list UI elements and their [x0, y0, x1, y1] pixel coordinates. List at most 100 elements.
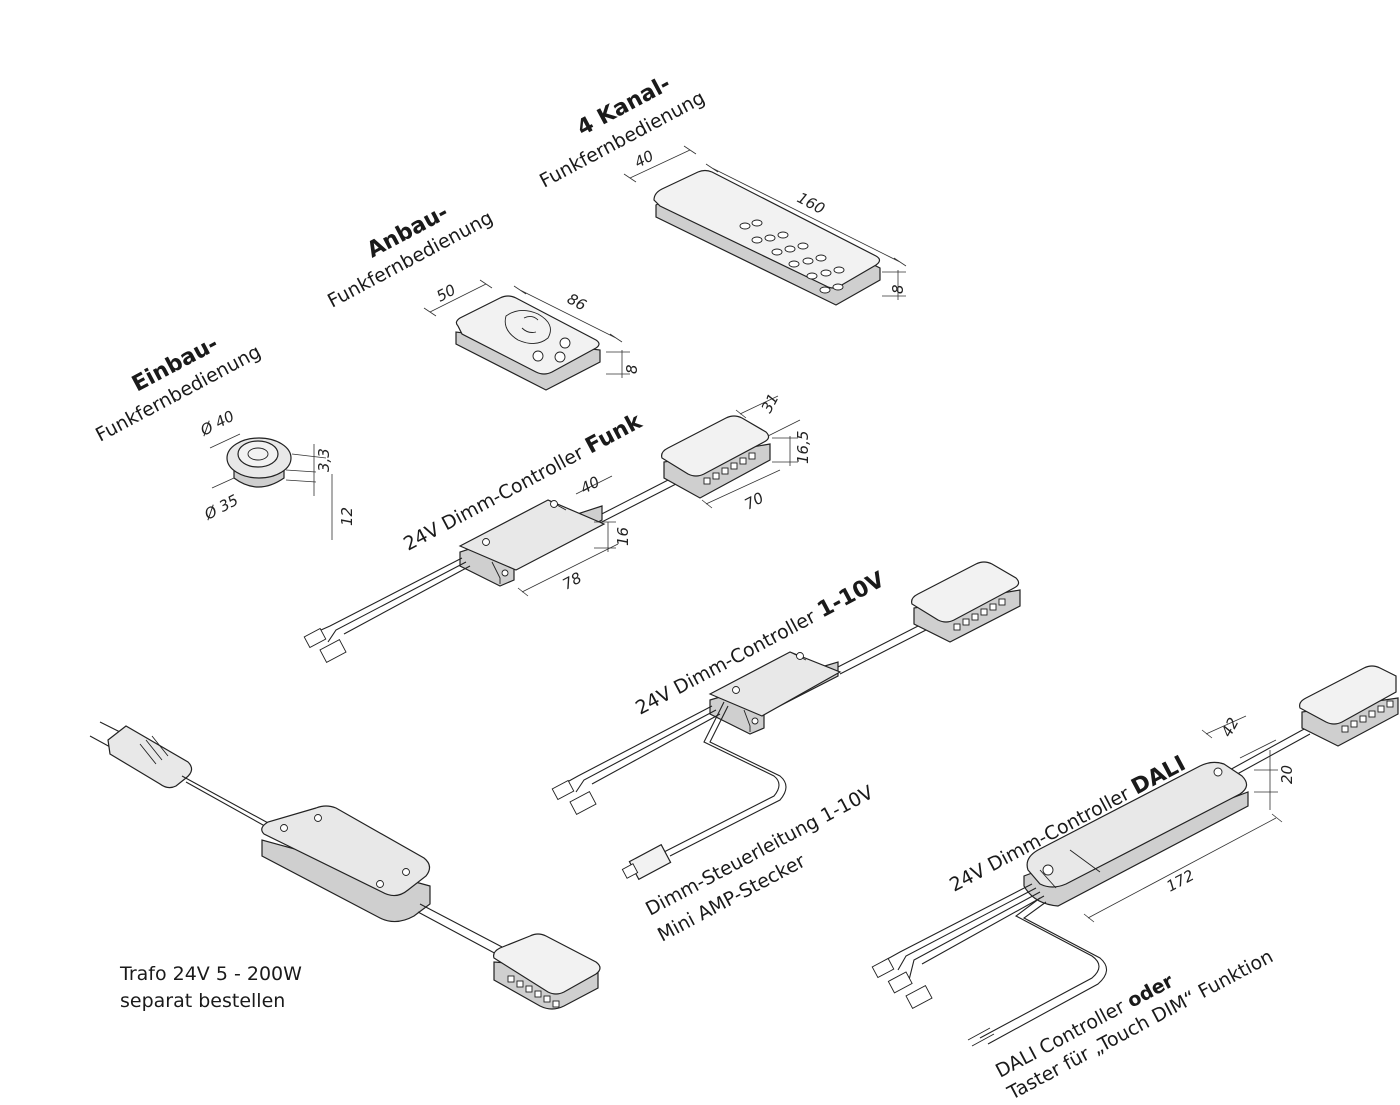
funk-label-bold: Funk — [581, 409, 647, 460]
dali-screw-2 — [1042, 864, 1054, 876]
anbau-dim-height-line — [606, 350, 630, 378]
v110-wire-out — [835, 623, 927, 675]
recessed-remote: Einbau- Funkfernbedienung Ø 40 Ø 35 3,3 … — [92, 331, 356, 540]
anbau-c-symbol — [521, 315, 539, 333]
v110-label-bold: 1-10V — [813, 567, 888, 623]
kanal-dim-length-line — [705, 163, 907, 267]
four-channel-remote: 4 Kanal- Funkfernbedienung 40 160 8 — [536, 71, 907, 306]
kanal-dim-width-line — [623, 145, 697, 183]
einbau-dim-height-lines — [313, 444, 333, 540]
einbau-dim-dia-bottom: Ø 35 — [201, 491, 242, 524]
anbau-button-3 — [559, 337, 571, 349]
anbau-dim-height: 8 — [623, 364, 641, 374]
dali-plug-1 — [871, 957, 895, 979]
trafo-wire-out — [417, 903, 505, 957]
dali-distributor-ports — [1341, 700, 1394, 733]
funk-distributor-top — [661, 415, 770, 477]
dali-lead-ends — [967, 1027, 995, 1047]
plug-grip — [139, 735, 169, 765]
funk-dim-controller-height: 16 — [614, 527, 632, 546]
dali-dim-42-line — [1201, 715, 1277, 759]
einbau-dim-h1: 3,3 — [315, 448, 333, 472]
funk-dim-78-line — [517, 543, 619, 597]
funk-dim-distributor-length: 70 — [741, 489, 766, 514]
trafo-screw-1 — [280, 824, 288, 832]
anbau-dim-length-line — [513, 285, 623, 343]
funk-dim-70-line — [701, 469, 781, 509]
einbau-dim-dia-line — [209, 433, 327, 459]
dali-controller-top — [1026, 761, 1248, 888]
transformer: Trafo 24V 5 - 200W separat bestellen — [89, 721, 601, 1012]
v110-control-lead — [663, 701, 787, 857]
funk-dim-controller-length: 78 — [559, 569, 584, 594]
kanal-dim-height: 8 — [889, 284, 907, 294]
anbau-dim-length: 86 — [564, 290, 589, 315]
funk-dim-16-line — [594, 521, 616, 552]
dali-screw-1 — [1213, 767, 1223, 777]
einbau-dim-h2: 12 — [338, 507, 356, 526]
einbau-dim-dia-top: Ø 40 — [197, 407, 238, 440]
funk-wire-out — [589, 477, 677, 527]
v110-screw-1 — [732, 686, 740, 694]
funk-dim-40-line — [575, 475, 613, 495]
steuer-line1: Dimm-Steuerleitung 1-10V — [642, 781, 877, 920]
funk-screw-3 — [501, 569, 509, 577]
trafo-label-line1: Trafo 24V 5 - 200W — [119, 963, 302, 985]
trafo-screw-2 — [314, 814, 322, 822]
dali-dim-172-line — [1083, 813, 1283, 923]
dali-controller-edges — [1039, 849, 1101, 889]
trafo-side — [261, 839, 431, 923]
funk-distributor-ports — [703, 452, 756, 485]
einbau-knob-center — [247, 447, 269, 461]
v110-controller: 24V Dimm-Controller 1-10V Dimm-Steuerlei… — [551, 561, 1021, 946]
dali-dim-width: 42 — [1218, 715, 1243, 740]
trafo-label-line2: separat bestellen — [120, 990, 285, 1012]
v110-distributor-ports — [953, 598, 1006, 631]
dali-distributor-top — [1299, 665, 1397, 725]
kanal-dim-height-line — [882, 270, 906, 300]
trafo-wire-in — [181, 775, 273, 831]
anbau-dim-width: 50 — [433, 281, 458, 306]
trafo-distributor-top — [493, 933, 601, 995]
v110-amp-connector-tip — [621, 863, 639, 879]
v110-plug-1 — [551, 779, 575, 801]
funk-dim-31-line — [735, 395, 801, 437]
dali-controller: 24V Dimm-Controller DALI 42 20 172 DALI … — [871, 665, 1399, 1105]
funk-wire-in — [311, 557, 471, 643]
anbau-dim-width-line — [423, 279, 493, 317]
funk-screw-1 — [482, 538, 490, 546]
anbau-button-1 — [532, 350, 544, 362]
dali-dim-20-line — [1254, 750, 1278, 810]
funk-plug-2 — [319, 639, 347, 663]
funk-dim-controller-width: 40 — [577, 473, 602, 498]
dali-dim-length: 172 — [1163, 866, 1197, 895]
v110-distributor-top — [911, 561, 1020, 623]
v110-wire-in — [559, 705, 721, 793]
dali-plug-3 — [905, 985, 933, 1009]
dali-wire-in — [881, 883, 1045, 985]
v110-screw-3 — [751, 717, 759, 725]
funk-controller-top — [458, 499, 606, 571]
funk-dim-distributor-height: 16,5 — [794, 431, 812, 464]
funk-dim-distributor-width: 31 — [758, 391, 783, 416]
kanal-dim-length: 160 — [794, 189, 828, 218]
anbau-button-2 — [554, 351, 566, 363]
funk-dim-165-line — [772, 436, 798, 466]
kanal-buttons — [739, 219, 845, 294]
kanal-dim-width: 40 — [631, 147, 656, 172]
dali-control-lead — [979, 897, 1108, 1045]
trafo-distributor-ports — [507, 975, 560, 1008]
dali-plug-2 — [887, 971, 913, 994]
einbau-dim-dia-bottom-line — [211, 469, 317, 489]
funk-screw-2 — [550, 500, 558, 508]
dali-note-line2: Taster für „Touch DIM“ Funktion — [1003, 945, 1277, 1104]
funk-plug-1 — [303, 627, 327, 649]
einbau-knob — [237, 440, 279, 468]
trafo-screw-4 — [402, 868, 410, 876]
v110-plug-2 — [569, 791, 597, 815]
trafo-screw-3 — [376, 880, 384, 888]
v110-controller-top — [708, 651, 842, 717]
anbau-touch-ring — [504, 310, 551, 344]
